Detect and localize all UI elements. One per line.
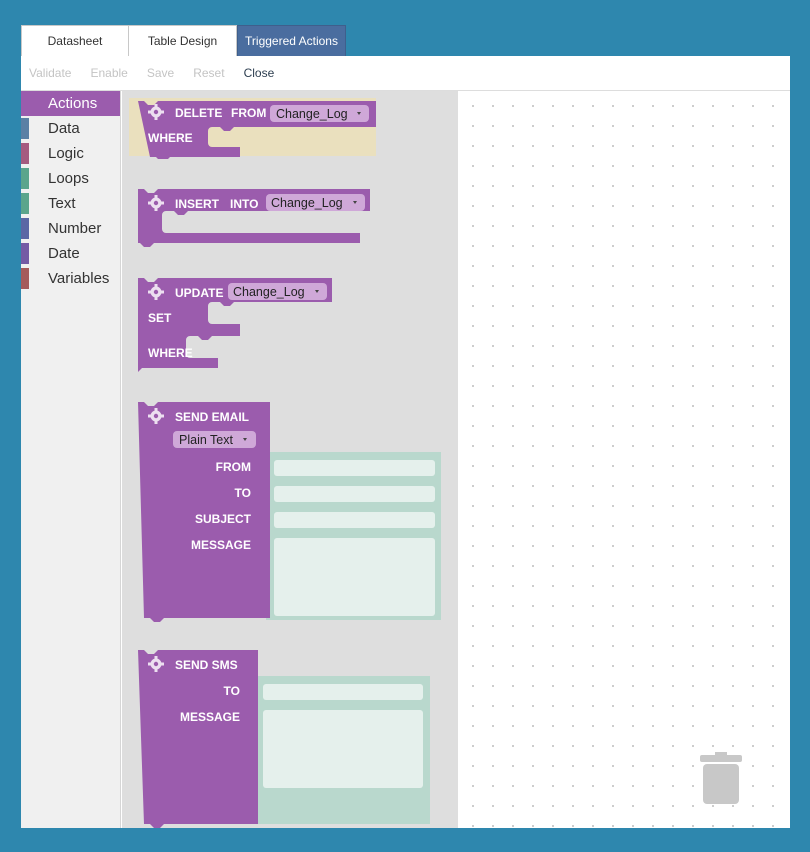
tab-table-design[interactable]: Table Design xyxy=(129,25,237,56)
enable-button[interactable]: Enable xyxy=(90,66,128,80)
to-label: TO xyxy=(224,684,240,698)
category-label: Variables xyxy=(48,270,110,287)
table-dropdown-value: Change_Log xyxy=(271,196,343,210)
tab-triggered-actions[interactable]: Triggered Actions xyxy=(237,25,346,63)
toolbar: Validate Enable Save Reset Close xyxy=(21,56,790,91)
set-keyword: SET xyxy=(148,311,172,325)
subject-label: SUBJECT xyxy=(195,512,252,526)
category-label: Loops xyxy=(48,170,89,187)
block-flyout: DELETE FROM Change_Log WHERE INSERT INTO… xyxy=(122,91,458,828)
validate-button[interactable]: Validate xyxy=(29,66,72,80)
dropdown-arrow-icon xyxy=(243,438,247,441)
trash-icon[interactable] xyxy=(700,749,742,805)
update-keyword: UPDATE xyxy=(175,286,223,300)
category-label: Date xyxy=(48,245,80,262)
category-date[interactable]: Date xyxy=(21,241,120,266)
category-label: Number xyxy=(48,220,102,237)
from-keyword: FROM xyxy=(231,106,266,120)
save-button[interactable]: Save xyxy=(146,66,175,80)
category-color-swatch xyxy=(21,193,29,214)
category-label: Text xyxy=(48,195,76,212)
category-color-swatch xyxy=(21,268,29,289)
subject-field[interactable] xyxy=(274,512,435,528)
message-label: MESSAGE xyxy=(180,710,240,724)
category-color-swatch xyxy=(21,243,29,264)
category-color-swatch xyxy=(21,93,29,114)
close-button[interactable]: Close xyxy=(243,66,275,80)
dropdown-arrow-icon xyxy=(353,201,357,204)
category-color-swatch xyxy=(21,143,29,164)
format-dropdown-value: Plain Text xyxy=(179,433,233,447)
send-email-block[interactable]: SEND EMAIL Plain Text FROM TO SUBJECT ME… xyxy=(138,402,448,632)
into-keyword: INTO xyxy=(230,197,258,211)
table-dropdown-value: Change_Log xyxy=(276,107,348,121)
category-actions[interactable]: Actions xyxy=(21,91,120,116)
update-block[interactable]: UPDATE Change_Log SET WHERE xyxy=(138,278,338,374)
sms-message-field[interactable] xyxy=(263,710,423,788)
send-sms-block[interactable]: SEND SMS TO MESSAGE xyxy=(138,650,438,830)
category-color-swatch xyxy=(21,218,29,239)
table-dropdown[interactable]: Change_Log xyxy=(270,105,369,122)
tab-bar: Datasheet Table Design Triggered Actions xyxy=(21,25,346,63)
message-field[interactable] xyxy=(274,538,435,616)
category-logic[interactable]: Logic xyxy=(21,141,120,166)
table-dropdown-value: Change_Log xyxy=(233,285,305,299)
from-label: FROM xyxy=(216,460,251,474)
dropdown-arrow-icon xyxy=(315,290,319,293)
insert-into-block[interactable]: INSERT INTO Change_Log xyxy=(138,189,378,253)
to-field[interactable] xyxy=(274,486,435,502)
editor-panel: Validate Enable Save Reset Close Actions… xyxy=(21,56,790,828)
category-label: Data xyxy=(48,120,80,137)
sms-to-field[interactable] xyxy=(263,684,423,700)
category-variables[interactable]: Variables xyxy=(21,266,120,291)
from-field[interactable] xyxy=(274,460,435,476)
table-dropdown[interactable]: Change_Log xyxy=(228,283,327,300)
gear-icon[interactable] xyxy=(148,408,164,424)
where-keyword: WHERE xyxy=(148,131,193,145)
reset-button[interactable]: Reset xyxy=(193,66,225,80)
category-color-swatch xyxy=(21,118,29,139)
category-color-swatch xyxy=(21,168,29,189)
send-sms-title: SEND SMS xyxy=(175,658,238,672)
where-keyword: WHERE xyxy=(148,346,193,360)
category-toolbox: Actions Data Logic Loops Text Number Dat… xyxy=(21,91,121,828)
category-number[interactable]: Number xyxy=(21,216,120,241)
gear-icon[interactable] xyxy=(148,656,164,672)
format-dropdown[interactable]: Plain Text xyxy=(173,431,256,448)
message-label: MESSAGE xyxy=(191,538,251,552)
dropdown-arrow-icon xyxy=(357,112,361,115)
delete-keyword: DELETE xyxy=(175,106,222,120)
delete-from-block[interactable]: DELETE FROM Change_Log WHERE xyxy=(128,97,378,159)
send-email-title: SEND EMAIL xyxy=(175,410,249,424)
gear-icon[interactable] xyxy=(148,104,164,120)
workspace-canvas[interactable] xyxy=(458,91,790,828)
to-label: TO xyxy=(235,486,251,500)
gear-icon[interactable] xyxy=(148,284,164,300)
category-loops[interactable]: Loops xyxy=(21,166,120,191)
tab-datasheet[interactable]: Datasheet xyxy=(21,25,129,56)
category-data[interactable]: Data xyxy=(21,116,120,141)
category-text[interactable]: Text xyxy=(21,191,120,216)
category-label: Logic xyxy=(48,145,84,162)
insert-keyword: INSERT xyxy=(175,197,220,211)
gear-icon[interactable] xyxy=(148,195,164,211)
table-dropdown[interactable]: Change_Log xyxy=(266,194,365,211)
category-label: Actions xyxy=(48,95,98,112)
